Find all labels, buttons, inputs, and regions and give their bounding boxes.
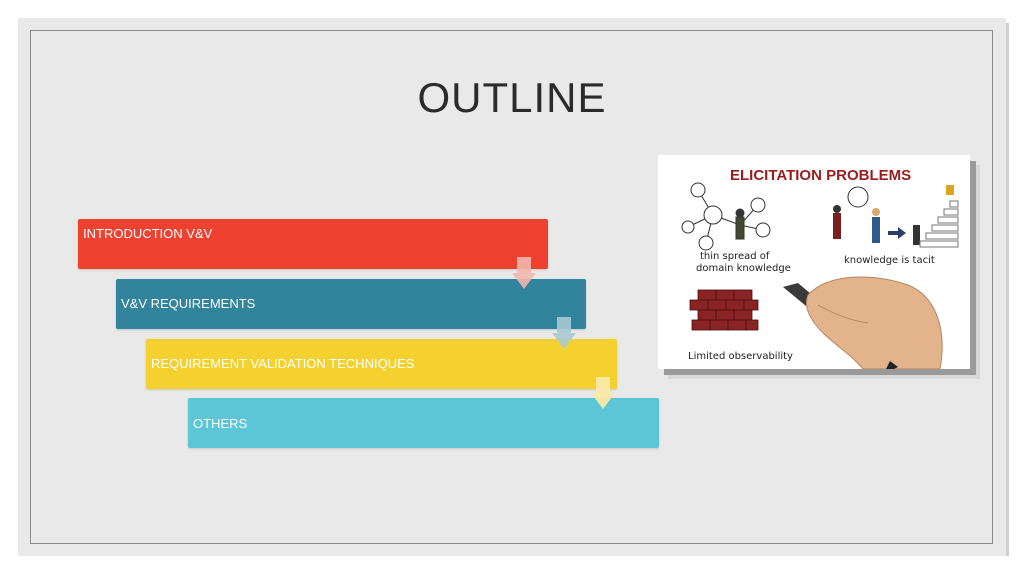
outline-item-requirements[interactable]: V&V REQUIREMENTS	[116, 279, 586, 329]
caption-observability: Limited observability	[688, 351, 793, 362]
caption-tacit: knowledge is tacit	[844, 255, 935, 266]
outline-item-label: INTRODUCTION V&V	[83, 226, 213, 241]
brick-wall-drawing	[689, 289, 759, 331]
people-stairs-drawing	[833, 185, 959, 248]
outline-item-introduction[interactable]: INTRODUCTION V&V	[78, 219, 548, 269]
caption-spread-line-1: thin spread of	[700, 251, 770, 262]
illustration-drawing: ELICITATION PROBLEMS thin spread of doma…	[681, 167, 959, 369]
outline-item-validation-techniques[interactable]: REQUIREMENT VALIDATION TECHNIQUES	[146, 339, 617, 389]
illustration-heading: ELICITATION PROBLEMS	[730, 167, 911, 184]
outline-item-label: V&V REQUIREMENTS	[121, 296, 256, 311]
hand-with-marker-drawing	[783, 276, 943, 369]
elicitation-problems-illustration: ELICITATION PROBLEMS thin spread of doma…	[658, 155, 970, 369]
slide-title: OUTLINE	[417, 74, 607, 121]
outline-item-others[interactable]: OTHERS	[188, 398, 659, 448]
arrow-down-icon	[512, 257, 536, 289]
network-drawing	[681, 182, 771, 251]
outline-item-label: REQUIREMENT VALIDATION TECHNIQUES	[151, 356, 415, 371]
arrow-down-icon	[552, 317, 576, 349]
caption-spread-line-2: domain knowledge	[696, 263, 791, 274]
outline-item-label: OTHERS	[193, 416, 248, 431]
slide-frame	[30, 30, 993, 544]
arrow-down-icon	[591, 377, 615, 409]
